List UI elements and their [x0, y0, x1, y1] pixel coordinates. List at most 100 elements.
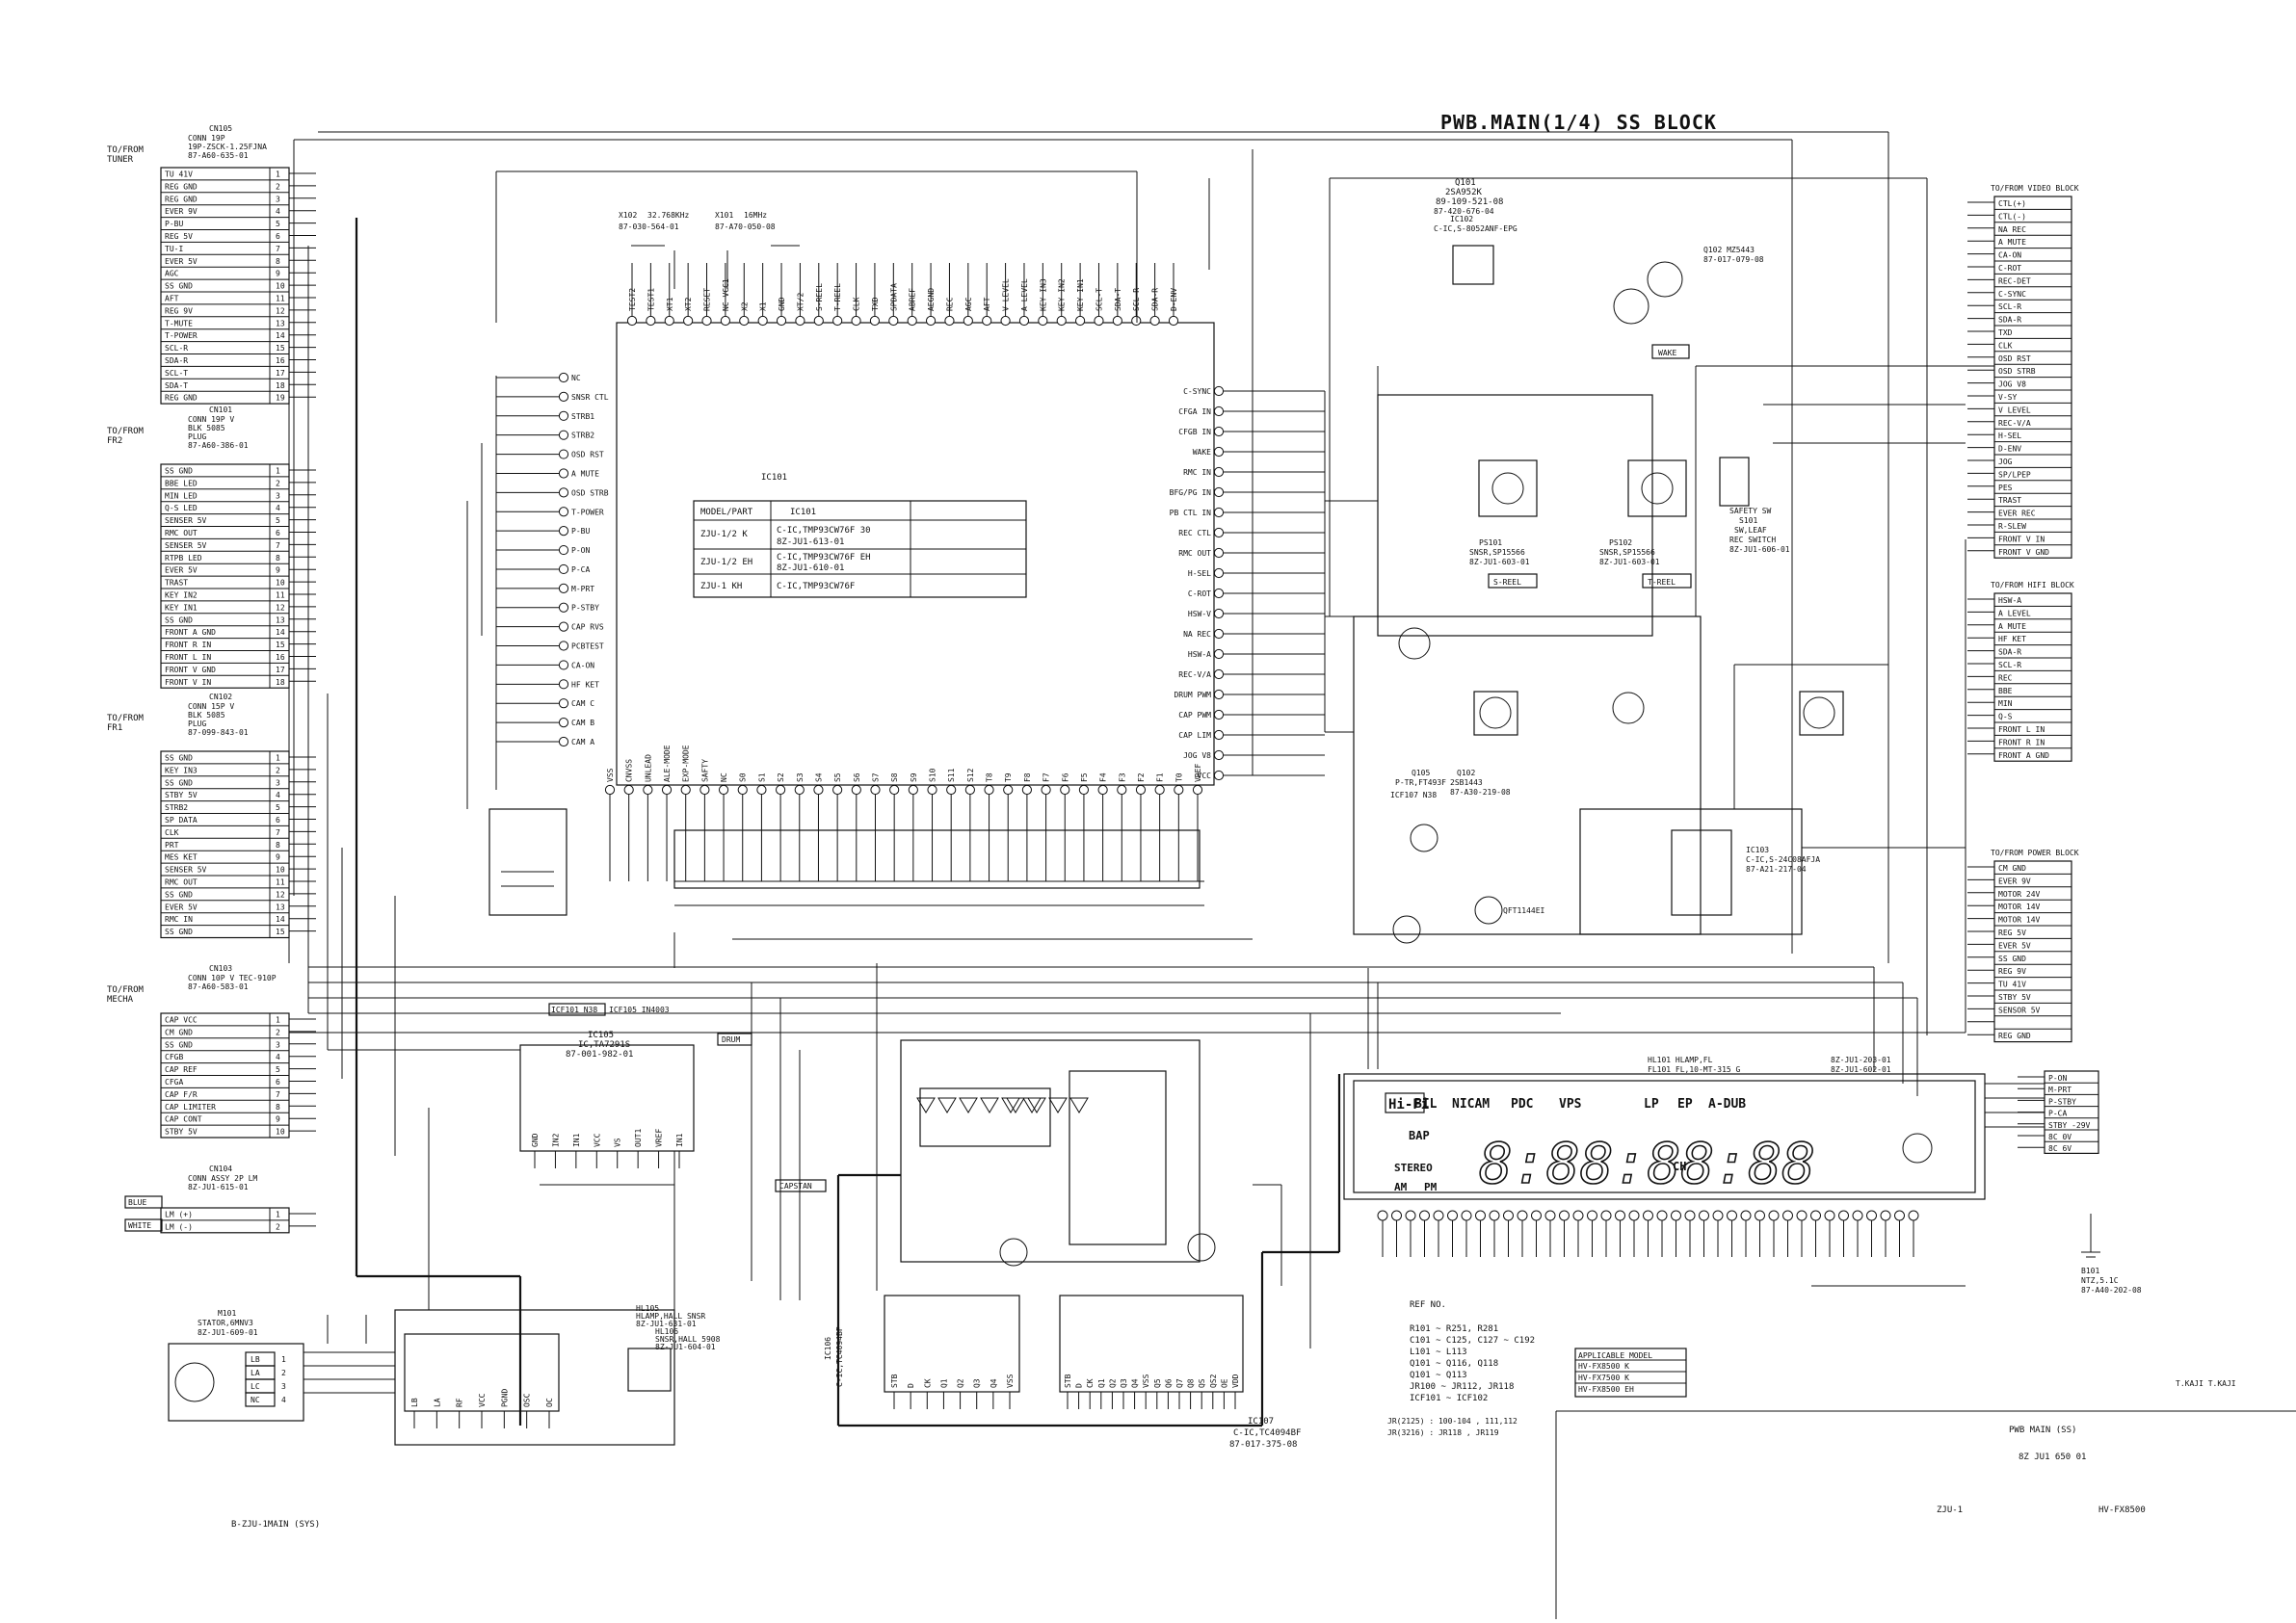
display-segment-label: NICAM [1452, 1097, 1490, 1112]
ic107-body [1059, 1295, 1244, 1393]
right-conn-pin-label: FRONT R IN [1998, 738, 2045, 746]
ic101-top-pin-label: D-ENV [1170, 288, 1178, 311]
right-conn-pin-label: BBE [1998, 687, 2013, 695]
b101-part: 87-A40-202-08 [2081, 1286, 2142, 1295]
display-hifi: Hi-Fi [1388, 1097, 1429, 1113]
right-conn-pin-label: FRONT V IN [1998, 535, 2045, 543]
applicable-model-box [1574, 1348, 1687, 1398]
left-conn-pin-number: 17 [276, 369, 285, 378]
ic102-body [1452, 245, 1494, 285]
ic101-bottom-pin-label: S1 [757, 772, 766, 782]
ic101-top-pin-label: X1 [759, 301, 768, 311]
left-conn-pin-number: 14 [276, 331, 285, 340]
ic101-outline [616, 322, 1215, 786]
right-conn-pin-label: REC [1998, 673, 2013, 682]
icf101-tag [548, 1003, 606, 1016]
left-conn-pin-number: 15 [276, 344, 285, 353]
ic108-pins-label: QS2 [1209, 1374, 1218, 1388]
display-ch: CH [1673, 1160, 1686, 1173]
sensor-box-2 [1799, 691, 1844, 736]
servo-transistor-1 [999, 1238, 1028, 1267]
left-conn-pin-label: FRONT V IN [165, 678, 211, 687]
left-conn-pin-label: FRONT V GND [165, 666, 216, 674]
crystal-x102-ref: X102 [619, 211, 637, 220]
left-conn-pin-number: 18 [276, 381, 285, 390]
left-conn-pin-number: 8 [276, 1103, 280, 1112]
left-conn-1-desc: 87-A60-386-01 [188, 441, 249, 450]
left-conn-2-ref: CN102 [209, 693, 232, 701]
right-conn-pin-label: P-ON [2048, 1074, 2067, 1083]
m101-pin-label: LC [251, 1382, 260, 1391]
lm-pins-label: RF [456, 1398, 464, 1407]
fl-display-pins [1377, 1210, 1919, 1257]
ic103-ref: IC103 [1746, 846, 1769, 854]
right-conn-pin-label: C-SYNC [1998, 290, 2026, 299]
left-conn-1-ref: CN101 [209, 406, 232, 414]
ic106-type: C-IC,TC4094BF [835, 1326, 844, 1387]
applicable-model-3: HV-FX8500 EH [1578, 1385, 1634, 1394]
ic101-bottom-pin-label: F8 [1023, 772, 1032, 782]
crystal-x101-ref: X101 [715, 211, 733, 220]
ic101-top-pin-label: XT2 [684, 297, 693, 311]
ic101-top-pin-label: XT1 [666, 297, 674, 311]
ic101-right-pin-label: NA REC [1183, 630, 1211, 639]
model-table: MODEL/PART IC101 ZJU-1/2 K C-IC,TMP93CW7… [693, 500, 1027, 598]
left-conn-pin-label: LM (-) [165, 1222, 193, 1231]
ic101-bottom-pin-label: S2 [777, 772, 785, 782]
b101-type: NTZ,5.1C [2081, 1276, 2119, 1285]
ic108-pins-label: Q3 [1120, 1378, 1128, 1388]
ref-no-line: Q101 ~ Q113 [1410, 1371, 1467, 1380]
wake-tag [1651, 344, 1690, 359]
ic101-bottom-pin-label: T0 [1174, 772, 1183, 782]
footer-note: B-ZJU-1MAIN (SYS) [231, 1520, 320, 1530]
left-conn-pin-number: 8 [276, 554, 280, 563]
hifi-segment-box [1385, 1092, 1425, 1113]
ic101-left-pin-label: STRB1 [571, 412, 594, 421]
q105-type: P-TR,FT493F [1395, 778, 1446, 787]
right-conn-pin-label: NA REC [1998, 225, 2026, 234]
fl101-line4: 8Z-JU1-602-01 [1831, 1065, 1891, 1074]
left-conn-1-desc: BLK 5085 [188, 424, 225, 432]
ic101-bottom-pin-label: S0 [739, 772, 748, 782]
ic101-bottom-pin-label: F3 [1118, 772, 1126, 782]
sheet-title: PWB.MAIN(1/4) SS BLOCK [1440, 111, 1717, 134]
ic106-pins-label: VSS [1006, 1374, 1015, 1388]
ic106-pins-label: STB [890, 1374, 899, 1388]
left-conn-pin-label: MIN LED [165, 491, 198, 500]
white-wire-label: WHITE [128, 1221, 151, 1230]
left-conn-pin-number: 12 [276, 306, 285, 315]
display-segment-label: PDC [1511, 1097, 1533, 1112]
right-conn-pin-label: STBY -29V [2048, 1121, 2091, 1130]
crystal-x101-part: 87-A70-050-08 [715, 223, 776, 231]
ic101-top-pin-label: V LEVEL [1002, 278, 1011, 311]
servo-amp-block [919, 1087, 1051, 1147]
left-conn-pin-number: 16 [276, 356, 285, 365]
left-conn-pin-number: 9 [276, 1115, 280, 1124]
left-conn-pin-number: 5 [276, 803, 280, 812]
lm-pins-label: VCC [478, 1393, 487, 1407]
left-conn-pin-number: 14 [276, 628, 285, 637]
display-stereo: STEREO [1394, 1162, 1433, 1174]
ic101-top-pin-label: S-REEL [815, 283, 824, 311]
left-conn-4-ref: CN104 [209, 1165, 232, 1173]
ic105-pins-label: VS [614, 1138, 622, 1147]
left-conn-pin-label: RMC IN [165, 915, 193, 924]
left-conn-pin-label: SS GND [165, 754, 193, 763]
right-conn-pin-label: FRONT A GND [1998, 751, 2049, 760]
left-conn-pin-number: 19 [276, 394, 285, 403]
left-conn-pin-label: CAP LIMITER [165, 1103, 216, 1112]
drum-label: DRUM [722, 1035, 740, 1044]
capstan-area: DRUM CAPSTAN [717, 1033, 1216, 1267]
ic107-type: C-IC,TC4094BF [1233, 1428, 1301, 1438]
right-conn-pin-label: Q-S [1998, 713, 2013, 721]
blue-wire-label: BLUE [128, 1198, 146, 1207]
ic101-left-pin-label: HF KET [571, 680, 599, 689]
left-conn-0-desc: CONN 19P [188, 134, 225, 143]
left-conn-2-desc: BLK 5085 [188, 711, 225, 720]
left-conn-pin-number: 9 [276, 566, 280, 575]
left-conn-pin-label: SCL-R [165, 344, 188, 353]
left-conn-pin-number: 3 [276, 778, 280, 787]
